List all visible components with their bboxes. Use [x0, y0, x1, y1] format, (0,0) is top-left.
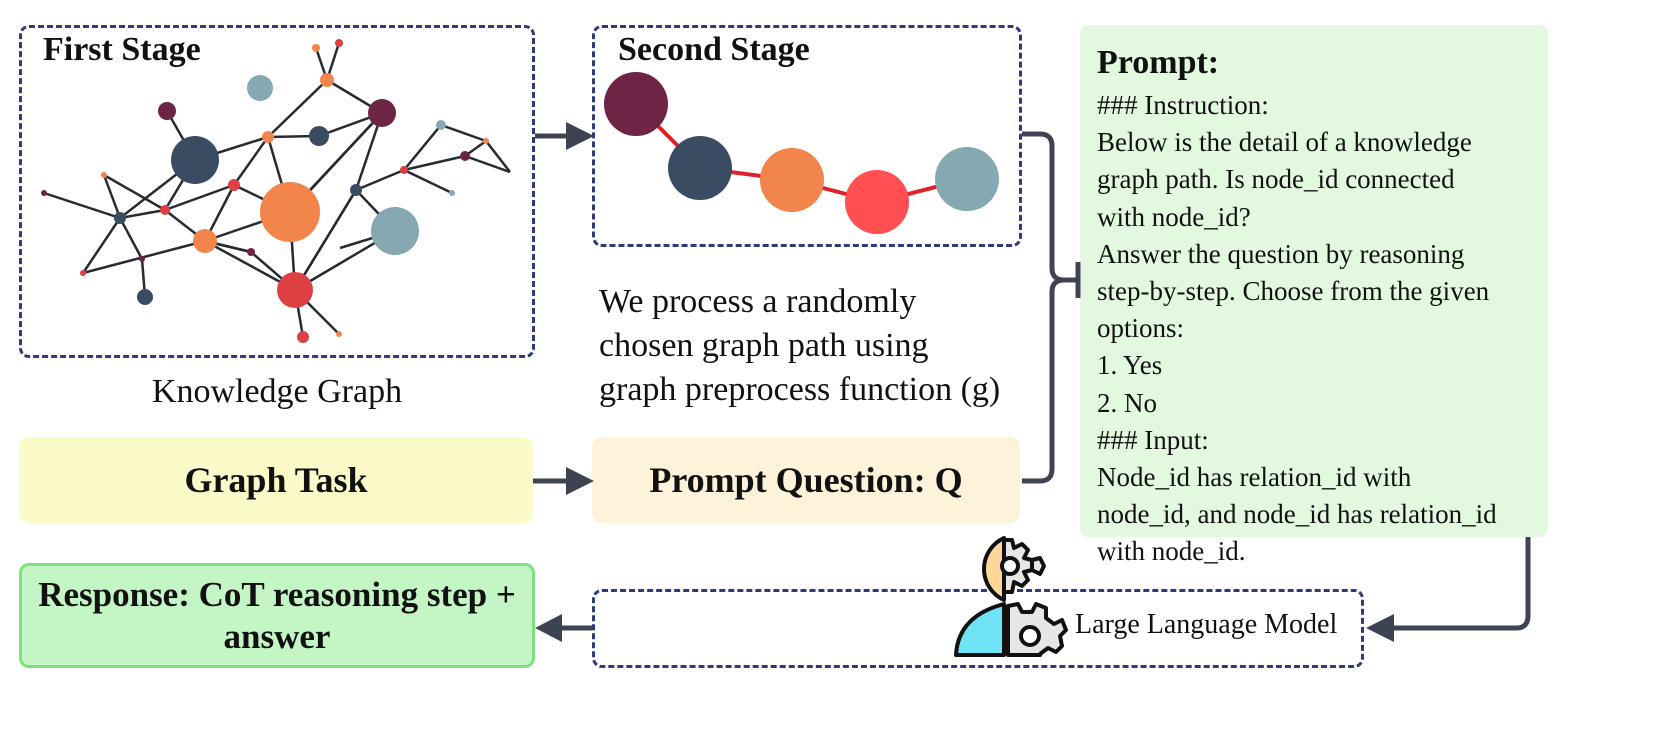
prompt-line: node_id, and node_id has relation_id [1097, 499, 1497, 530]
second-stage-title: Second Stage [618, 31, 810, 68]
path-node-4 [845, 170, 909, 234]
prompt-line: step-by-step. Choose from the given [1097, 276, 1490, 307]
description-line: We process a randomly [599, 283, 917, 320]
response-line-2: answer [223, 616, 331, 656]
response-box: Response: CoT reasoning step + answer [19, 563, 535, 668]
path-node-5 [935, 147, 999, 211]
prompt-line: graph path. Is node_id connected [1097, 164, 1455, 195]
prompt-title: Prompt: [1097, 44, 1220, 81]
prompt-line: 1. Yes [1097, 350, 1163, 381]
first-stage-title: First Stage [43, 31, 201, 68]
prompt-line: Below is the detail of a knowledge [1097, 127, 1472, 158]
arrows [533, 122, 1531, 642]
graph-task-box: Graph Task [19, 437, 533, 523]
llm-head-gear-icon [954, 536, 1068, 657]
path-node-1 [604, 72, 668, 136]
description-line: chosen graph path using [599, 327, 929, 364]
response-line-1: Response: CoT reasoning step + [38, 574, 516, 614]
prompt-line: with node_id? [1097, 201, 1251, 232]
prompt-line: 2. No [1097, 387, 1157, 418]
llm-box [592, 589, 1364, 668]
prompt-line: ### Input: [1097, 424, 1209, 455]
path-node-2 [668, 136, 732, 200]
preprocess-description: We process a randomly chosen graph path … [599, 280, 1000, 412]
description-line: graph preprocess function (g) [599, 371, 1001, 408]
graph-task-label: Graph Task [184, 460, 368, 500]
llm-label: Large Language Model [1075, 609, 1338, 640]
prompt-line: Node_id has relation_id with [1097, 462, 1412, 493]
graph-path [604, 72, 999, 234]
knowledge-graph-nodes [41, 39, 489, 343]
prompt-line: with node_id. [1097, 536, 1246, 567]
knowledge-graph-caption: Knowledge Graph [151, 373, 403, 410]
path-node-3 [760, 148, 824, 212]
prompt-line: Answer the question by reasoning [1097, 238, 1465, 269]
first-stage-box [19, 25, 535, 358]
prompt-line: ### Instruction: [1097, 90, 1269, 120]
prompt-line: options: [1097, 313, 1185, 344]
prompt-question-box: Prompt Question: Q [592, 437, 1020, 523]
prompt-panel: Prompt: ### Instruction: Below is the de… [1080, 25, 1548, 566]
prompt-question-label: Prompt Question: Q [649, 460, 963, 500]
